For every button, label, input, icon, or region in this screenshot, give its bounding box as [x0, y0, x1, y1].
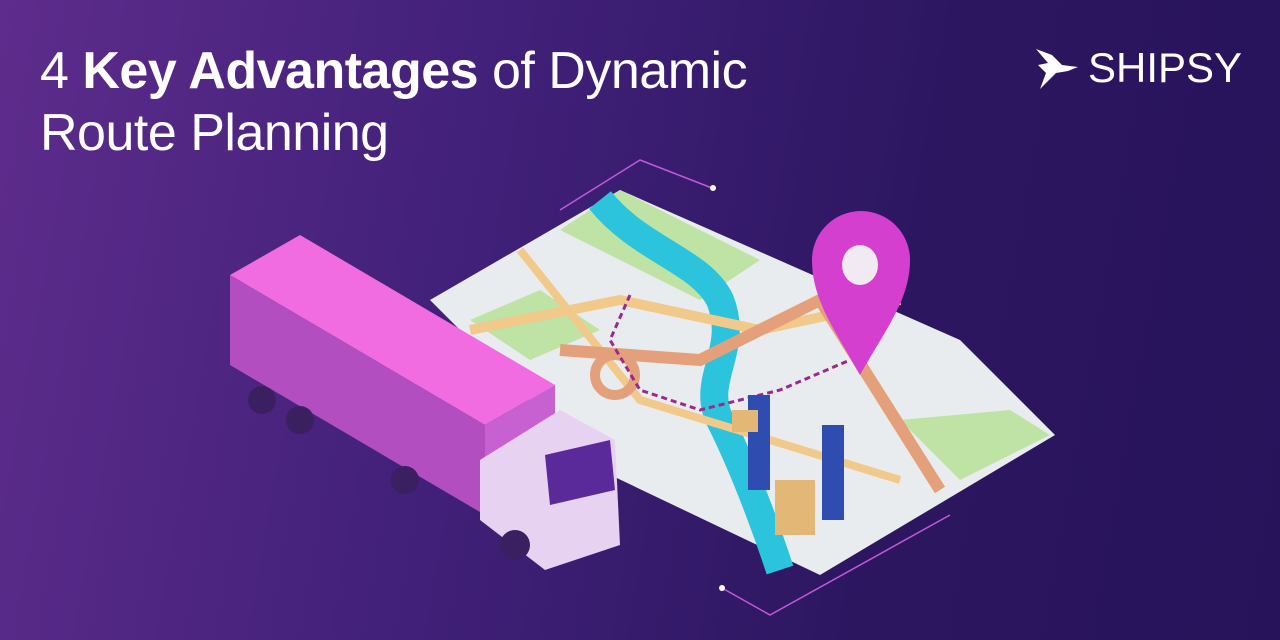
title-bold: Key Advantages — [82, 42, 479, 100]
bird-logo-icon — [1036, 49, 1078, 89]
page-title: 4 Key Advantages of Dynamic Route Planni… — [40, 40, 748, 164]
title-line2: Route Planning — [40, 104, 389, 162]
brand-logo: SHIPSY — [1034, 44, 1242, 92]
decorative-lines — [559, 159, 951, 616]
location-pin-icon — [812, 211, 910, 375]
delivery-workers — [732, 395, 844, 535]
truck — [230, 235, 620, 570]
brand-name: SHIPSY — [1088, 44, 1243, 91]
title-number: 4 — [40, 42, 83, 100]
title-rest: of Dynamic — [478, 42, 748, 100]
